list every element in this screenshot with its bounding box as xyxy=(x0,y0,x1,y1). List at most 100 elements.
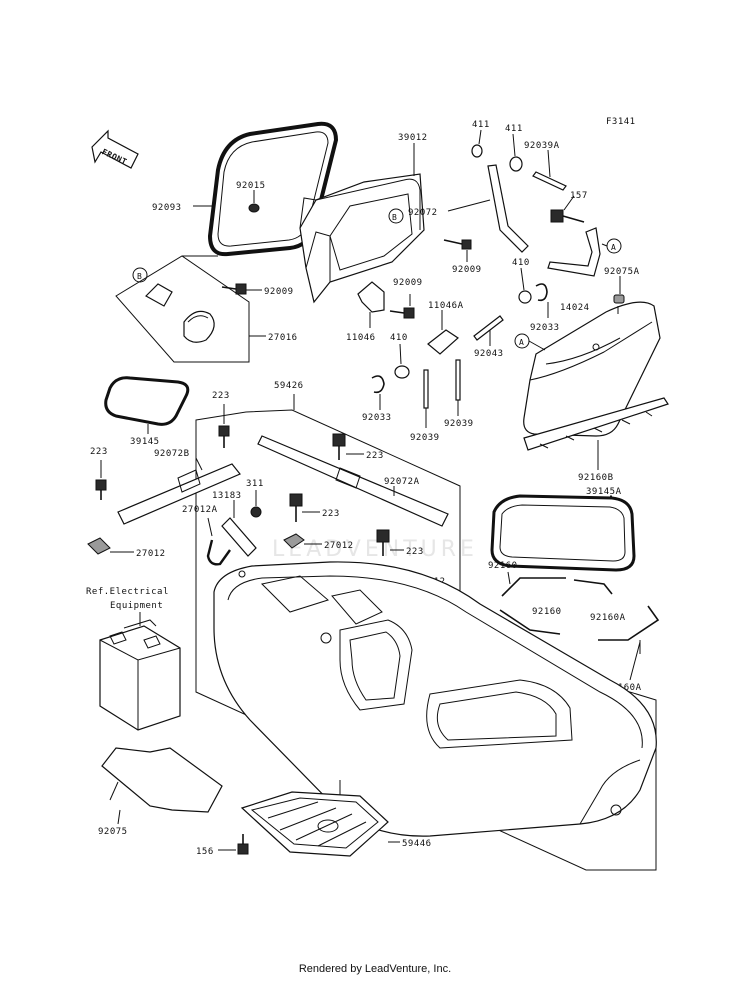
label-92039a-top: 92039A xyxy=(524,141,560,151)
label-92033-a: 92033 xyxy=(530,323,560,333)
label-92160a: 92160A xyxy=(590,613,626,623)
label-39145: 39145 xyxy=(130,437,160,447)
front-arrow-icon: FRONT xyxy=(91,129,139,169)
watermark-text: LEADVENTURE xyxy=(272,537,478,562)
gasket-39145a xyxy=(490,494,636,572)
label-92039-a: 92039 xyxy=(410,433,440,443)
callout-b-bucket: B xyxy=(392,213,397,222)
label-92033-b: 92033 xyxy=(362,413,392,423)
pins-92039 xyxy=(423,359,461,409)
label-223-b: 223 xyxy=(90,447,108,457)
bolt-157 xyxy=(550,209,585,223)
label-92072: 92072 xyxy=(408,208,438,218)
label-27012a: 27012A xyxy=(182,505,218,515)
washer-411-a xyxy=(471,144,483,158)
clip-27012-left xyxy=(87,537,111,555)
ref-note-line1: Ref.Electrical xyxy=(86,587,169,597)
pin-92039a xyxy=(532,171,567,191)
gasket-39145 xyxy=(104,376,190,426)
label-157: 157 xyxy=(570,191,588,201)
bracket-11046a xyxy=(427,329,459,355)
label-59446: 59446 xyxy=(402,839,432,849)
label-11046a: 11046A xyxy=(428,301,464,311)
label-223-e: 223 xyxy=(406,547,424,557)
pin-92043 xyxy=(473,315,504,341)
ubolt-27012a xyxy=(206,539,231,566)
plate-13183 xyxy=(221,517,257,557)
bolt-92009-left xyxy=(221,283,247,295)
label-92160b: 92160B xyxy=(578,473,614,483)
hull-body xyxy=(213,561,657,837)
callout-a-cover-letter: A xyxy=(519,338,524,347)
clip-92033-lower xyxy=(371,375,385,394)
label-410-a: 410 xyxy=(512,258,530,268)
label-311: 311 xyxy=(246,479,264,489)
bolt-223-e xyxy=(376,529,390,556)
washer-411-b xyxy=(509,156,523,172)
bolt-156 xyxy=(237,834,249,855)
latch-27016 xyxy=(145,283,215,343)
clip-27012-mid xyxy=(283,533,305,549)
bolt-223-d xyxy=(289,493,303,522)
label-92009-c: 92009 xyxy=(393,278,423,288)
plate-59446 xyxy=(240,791,389,857)
label-92075a: 92075A xyxy=(604,267,640,277)
label-223-c: 223 xyxy=(366,451,384,461)
label-92160-top: 92160 xyxy=(488,561,518,571)
label-223-d: 223 xyxy=(322,509,340,519)
nut-311 xyxy=(250,506,262,518)
ref-note-line2: Equipment xyxy=(110,601,163,611)
label-92072b: 92072B xyxy=(154,449,190,459)
label-39145a: 39145A xyxy=(586,487,622,497)
label-27012-left: 27012 xyxy=(136,549,166,559)
label-27012-mid: 27012 xyxy=(324,541,354,551)
label-411-b: 411 xyxy=(505,124,523,134)
storage-bucket-39012: B xyxy=(299,173,425,304)
figure-code: F3141 xyxy=(606,117,636,127)
strap-92072a xyxy=(257,435,449,527)
label-92043: 92043 xyxy=(474,349,504,359)
label-11046: 11046 xyxy=(346,333,376,343)
bolt-223-b xyxy=(95,479,107,500)
strap-92072 xyxy=(487,164,601,277)
label-92039-b: 92039 xyxy=(444,419,474,429)
label-223-a: 223 xyxy=(212,391,230,401)
label-92075: 92075 xyxy=(98,827,128,837)
callout-b-latch xyxy=(132,267,148,283)
label-27016: 27016 xyxy=(268,333,298,343)
footer-credit: Rendered by LeadVenture, Inc. xyxy=(298,963,452,975)
callout-b-latch-letter: B xyxy=(137,272,142,281)
bracket-11046 xyxy=(357,281,385,313)
washer-410-b xyxy=(394,365,410,379)
label-410-b: 410 xyxy=(390,333,408,343)
label-92015: 92015 xyxy=(236,181,266,191)
mat-92075 xyxy=(101,747,223,813)
cap-92075a xyxy=(613,294,625,304)
seals-92160 xyxy=(499,577,660,641)
label-411-a: 411 xyxy=(472,120,490,130)
washer-410-a xyxy=(518,290,532,304)
label-156: 156 xyxy=(196,847,214,857)
bolt-223-a xyxy=(218,425,230,448)
frame-27016 xyxy=(115,255,250,363)
battery-ref xyxy=(99,619,181,731)
label-92093: 92093 xyxy=(152,203,182,213)
label-92160-mid: 92160 xyxy=(532,607,562,617)
label-39012: 39012 xyxy=(398,133,428,143)
seal-92160b xyxy=(523,397,669,451)
cover-14024 xyxy=(523,301,661,437)
label-92072a: 92072A xyxy=(384,477,420,487)
label-59426: 59426 xyxy=(274,381,304,391)
label-13183: 13183 xyxy=(212,491,242,501)
label-92009-b: 92009 xyxy=(452,265,482,275)
bolt-92009-mid xyxy=(389,307,415,319)
bolt-92009-right xyxy=(443,239,472,250)
strap-92072b xyxy=(117,463,241,525)
clip-92033-upper xyxy=(535,283,548,302)
bolt-223-c xyxy=(332,433,346,460)
label-92009-a: 92009 xyxy=(264,287,294,297)
callout-a-top-letter: A xyxy=(611,243,616,252)
label-14024: 14024 xyxy=(560,303,590,313)
